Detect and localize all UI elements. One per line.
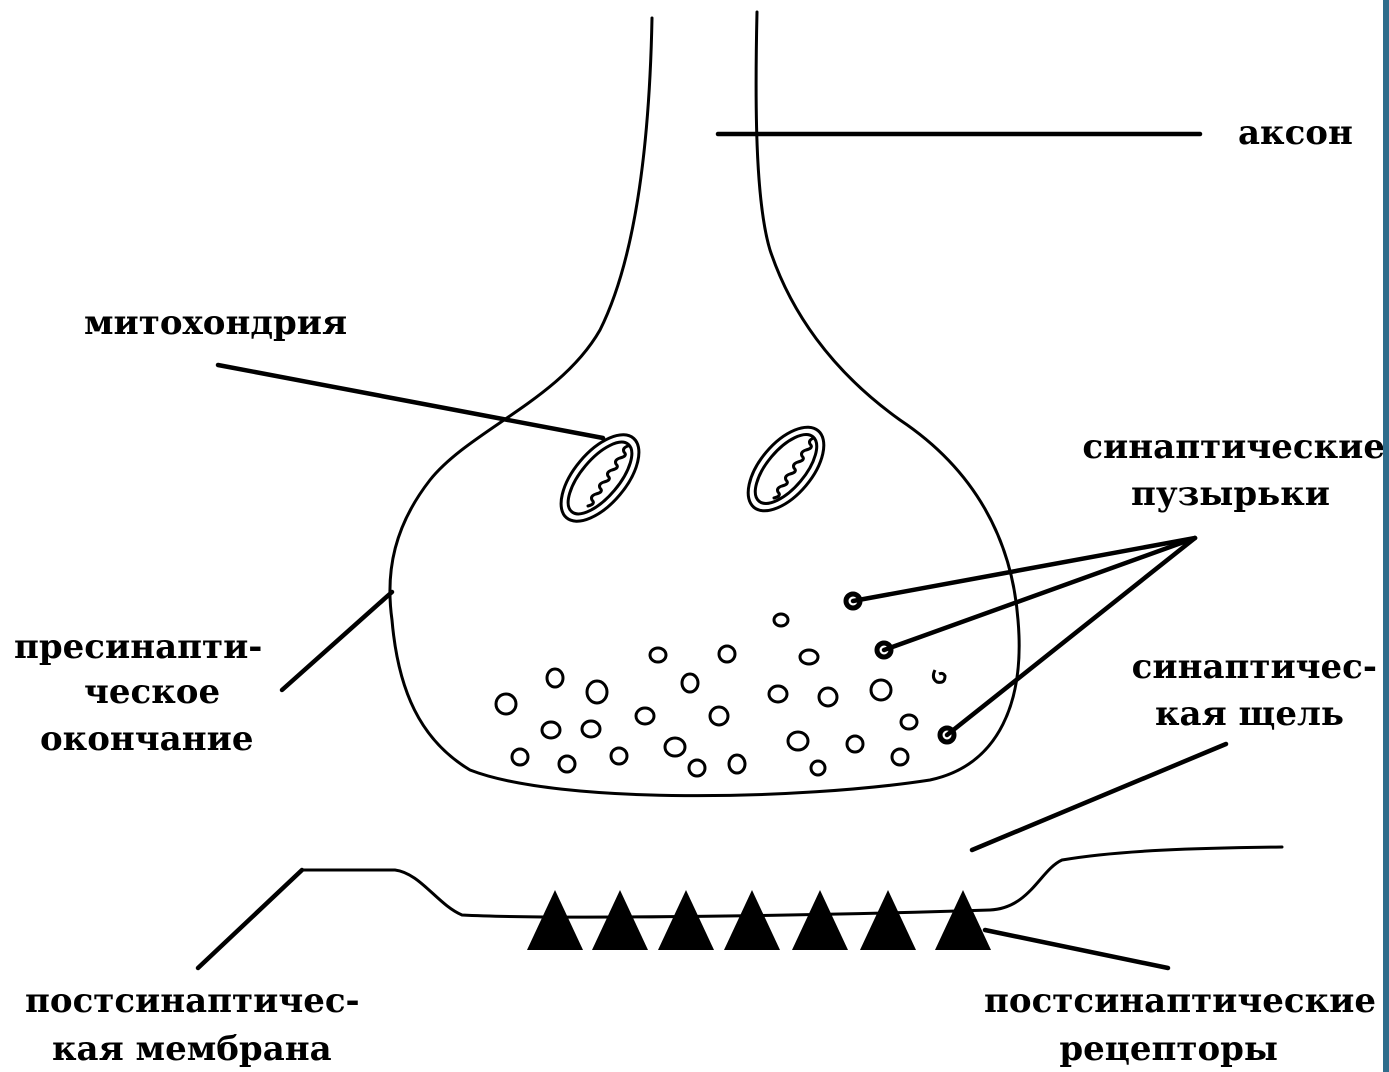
- cleft-leader: [972, 744, 1226, 850]
- postmembrane-label-line2: кая мембрана: [52, 1029, 332, 1069]
- mitochondrion-right: [734, 414, 838, 524]
- mitochondrion-label: митохондрия: [84, 303, 347, 343]
- vesicle: [729, 755, 745, 773]
- vesicle: [892, 749, 908, 765]
- vesicle: [719, 646, 735, 662]
- vesicles-leader-1: [853, 538, 1195, 601]
- vesicles-label-line2: пузырьки: [1131, 474, 1330, 514]
- vesicle: [800, 650, 818, 664]
- vesicle: [819, 688, 837, 706]
- vesicle: [582, 721, 600, 737]
- receptors-label-line1: постсинаптические: [984, 981, 1376, 1021]
- postmembrane-label-line1: постсинаптичес-: [25, 981, 360, 1021]
- vesicle: [774, 614, 788, 626]
- receptor-triangle: [860, 890, 916, 950]
- cleft-label-line1: синаптичес-: [1132, 647, 1377, 687]
- presynaptic-label-line3: окончание: [40, 719, 253, 759]
- vesicle: [650, 648, 666, 662]
- presynaptic-terminal-outline: [390, 12, 1019, 796]
- vesicle: [542, 722, 560, 738]
- vesicle: [682, 674, 698, 692]
- vesicle: [587, 681, 607, 703]
- receptor-triangle: [527, 890, 583, 950]
- vesicle: [788, 732, 808, 750]
- vesicle: [636, 708, 654, 724]
- vesicle: [611, 748, 627, 764]
- vesicle: [933, 670, 945, 682]
- vesicles-label-line1: синаптические: [1082, 427, 1385, 467]
- vesicle: [901, 715, 917, 729]
- vesicle: [847, 736, 863, 752]
- postsynaptic-receptors: [527, 890, 991, 950]
- vesicle: [769, 686, 787, 702]
- receptors-leader: [985, 930, 1168, 968]
- postmembrane-leader: [198, 870, 302, 968]
- presynaptic-label-line2: ческое: [84, 672, 220, 712]
- vesicle: [559, 756, 575, 772]
- vesicles-leader-2: [884, 538, 1195, 650]
- vesicle: [871, 680, 891, 700]
- mitochondrion-leader: [218, 365, 603, 438]
- vesicle: [496, 694, 516, 714]
- axon-label: аксон: [1238, 113, 1353, 153]
- vesicle: [547, 669, 563, 687]
- presynaptic-label-line1: пресинапти-: [14, 627, 262, 667]
- receptor-triangle: [935, 890, 991, 950]
- vesicle: [665, 738, 685, 756]
- vesicle: [811, 761, 825, 775]
- receptor-triangle: [592, 890, 648, 950]
- receptors-label-line2: рецепторы: [1059, 1029, 1278, 1069]
- vesicle: [512, 749, 528, 765]
- cleft-label-line2: кая щель: [1155, 694, 1344, 734]
- receptor-triangle: [658, 890, 714, 950]
- receptor-triangle: [724, 890, 780, 950]
- synaptic-vesicles: [496, 594, 954, 776]
- vesicle: [689, 760, 705, 776]
- presynaptic-leader: [282, 592, 392, 690]
- vesicle: [710, 707, 728, 725]
- receptor-triangle: [792, 890, 848, 950]
- frame-edge: [1383, 0, 1389, 1072]
- postsynaptic-membrane: [302, 847, 1282, 917]
